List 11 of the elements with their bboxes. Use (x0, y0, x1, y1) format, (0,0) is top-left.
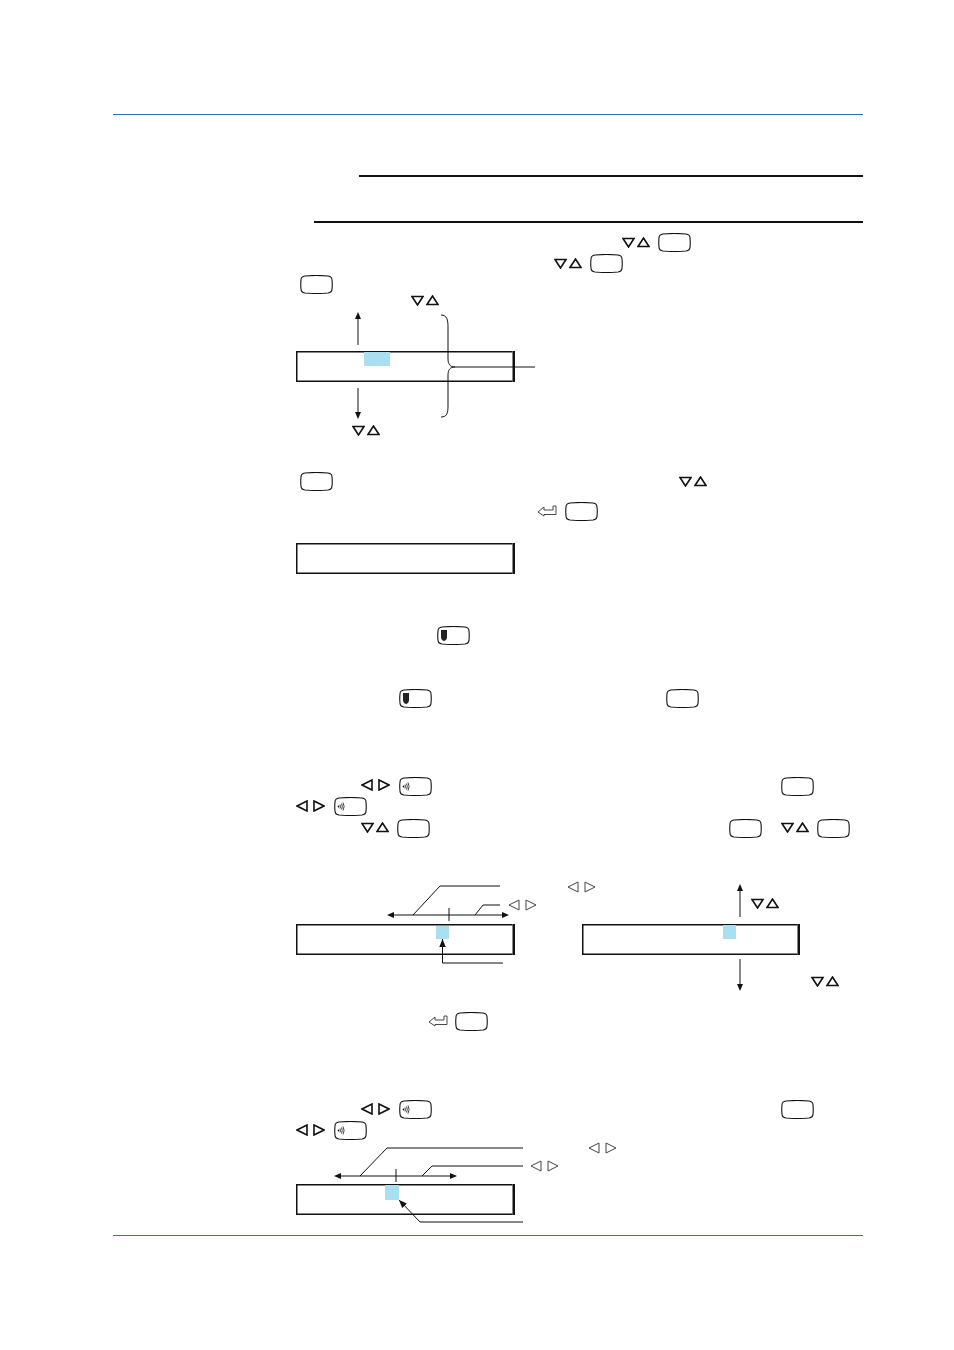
cursor-block (723, 925, 736, 939)
leader-line (398, 1199, 524, 1223)
lcd-display (296, 1184, 515, 1215)
leader-line (439, 938, 504, 964)
lcd-display (296, 924, 515, 955)
lcd-display (582, 924, 800, 955)
lcd-display (296, 543, 515, 574)
cursor-block (364, 352, 390, 366)
lcd-display (296, 351, 515, 382)
cursor-block (385, 1185, 399, 1200)
cursor-block (436, 926, 449, 939)
